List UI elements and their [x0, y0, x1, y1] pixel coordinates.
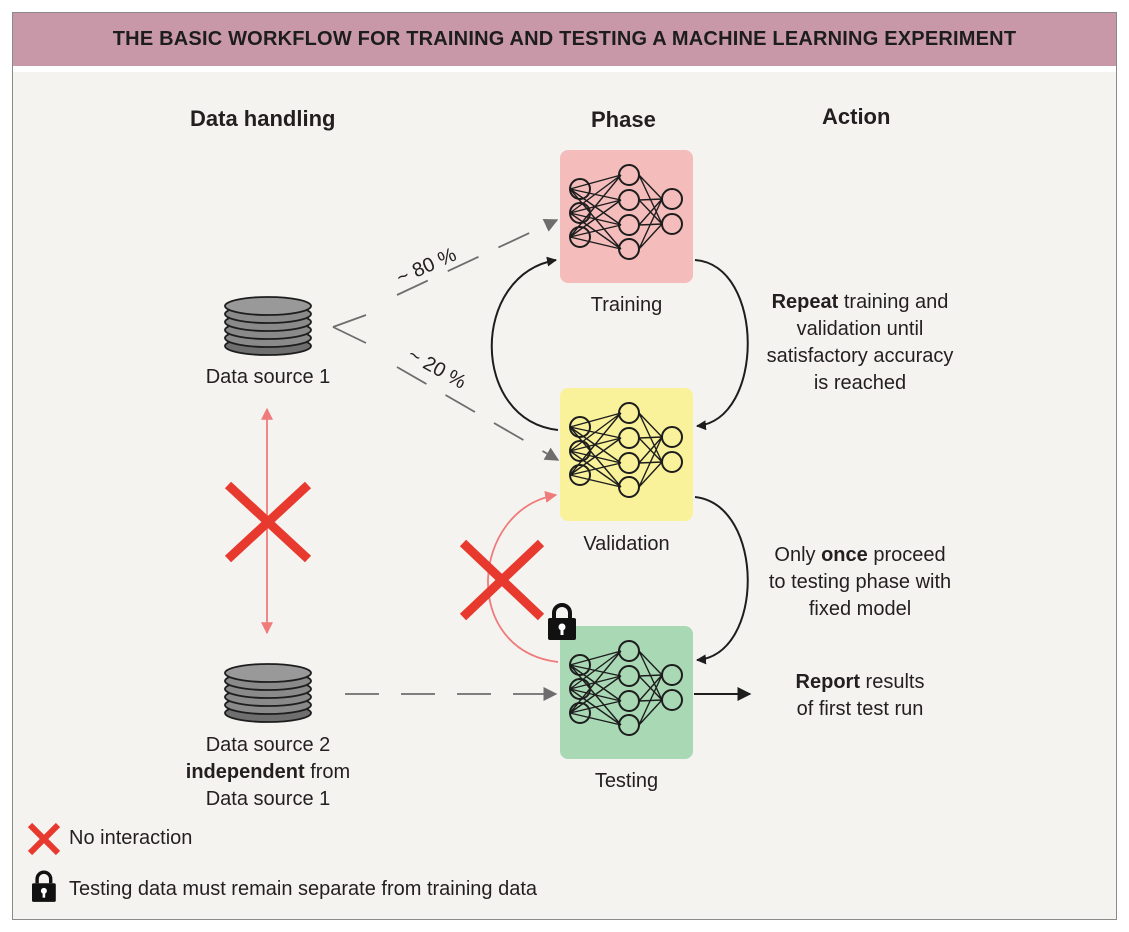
legend-no-interaction: No interaction [69, 827, 193, 849]
phase-header: Phase [591, 107, 656, 132]
legend-separate: Testing data must remain separate from t… [69, 878, 538, 900]
report-line1: Report results [740, 669, 980, 696]
action-header: Action [822, 104, 891, 129]
validation-label: Validation [583, 533, 670, 555]
report-action-text: Report results of first test run [740, 669, 980, 723]
independent-emphasis: independent [185, 761, 305, 783]
training-label: Training [590, 294, 663, 316]
once-action-text: Only once proceed to testing phase with … [740, 542, 980, 623]
database-icon [224, 663, 312, 723]
repeat-line1: Repeat training and [740, 289, 980, 316]
train-split-label: ~ 80 % [393, 244, 460, 290]
report-rest: results [859, 671, 925, 693]
red-x-icon [27, 822, 61, 856]
padlock-icon [546, 603, 578, 642]
repeat-line4: is reached [813, 372, 907, 394]
data-source-2-label: Data source 2 independent from Data sour… [158, 732, 378, 813]
repeat-rest: training and [838, 291, 949, 313]
independent-rest: from [304, 761, 351, 783]
training-box [560, 150, 693, 283]
data-handling-header: Data handling [190, 106, 336, 131]
once-line2: to testing phase with [768, 571, 952, 593]
val-split-label: ~ 20 % [404, 344, 470, 394]
repeat-line3: satisfactory accuracy [766, 345, 954, 367]
train-split-arrow [396, 219, 559, 296]
data-source-2-line2: independent from [158, 759, 378, 786]
once-pre: Only [774, 544, 822, 566]
figure-title: THE BASIC WORKFLOW FOR TRAINING AND TEST… [112, 28, 1017, 50]
split-arrows [332, 219, 560, 701]
repeat-action-text: Repeat training and validation until sat… [740, 289, 980, 397]
once-post: proceed [867, 544, 946, 566]
testing-box [560, 626, 693, 759]
once-emphasis: once [821, 544, 868, 566]
testing-label: Testing [594, 770, 659, 792]
database-icon [224, 296, 312, 356]
once-line3: fixed model [808, 598, 912, 620]
repeat-emphasis: Repeat [771, 291, 839, 313]
validation-to-testing-arrow [694, 496, 749, 665]
val-split-arrow [396, 366, 560, 461]
forbidden-feedback-arrow [487, 490, 559, 663]
training-phase [560, 150, 693, 283]
red-x-icon [459, 539, 545, 621]
data-source-1-label: Data source 1 [205, 366, 331, 388]
data-source-2-line3: Data source 1 [205, 788, 331, 810]
red-x-icon [224, 481, 312, 563]
validation-phase [560, 388, 693, 521]
report-line2: of first test run [796, 698, 924, 720]
padlock-icon [30, 870, 58, 904]
once-line1: Only once proceed [740, 542, 980, 569]
title-bar: THE BASIC WORKFLOW FOR TRAINING AND TEST… [13, 13, 1116, 72]
report-emphasis: Report [795, 671, 860, 693]
feedback-arrow [490, 256, 559, 431]
repeat-line2: validation until [796, 318, 924, 340]
data-source-2-line1: Data source 2 [205, 734, 331, 756]
validation-box [560, 388, 693, 521]
testing-phase [560, 626, 693, 759]
training-to-validation-arrow [694, 259, 749, 431]
